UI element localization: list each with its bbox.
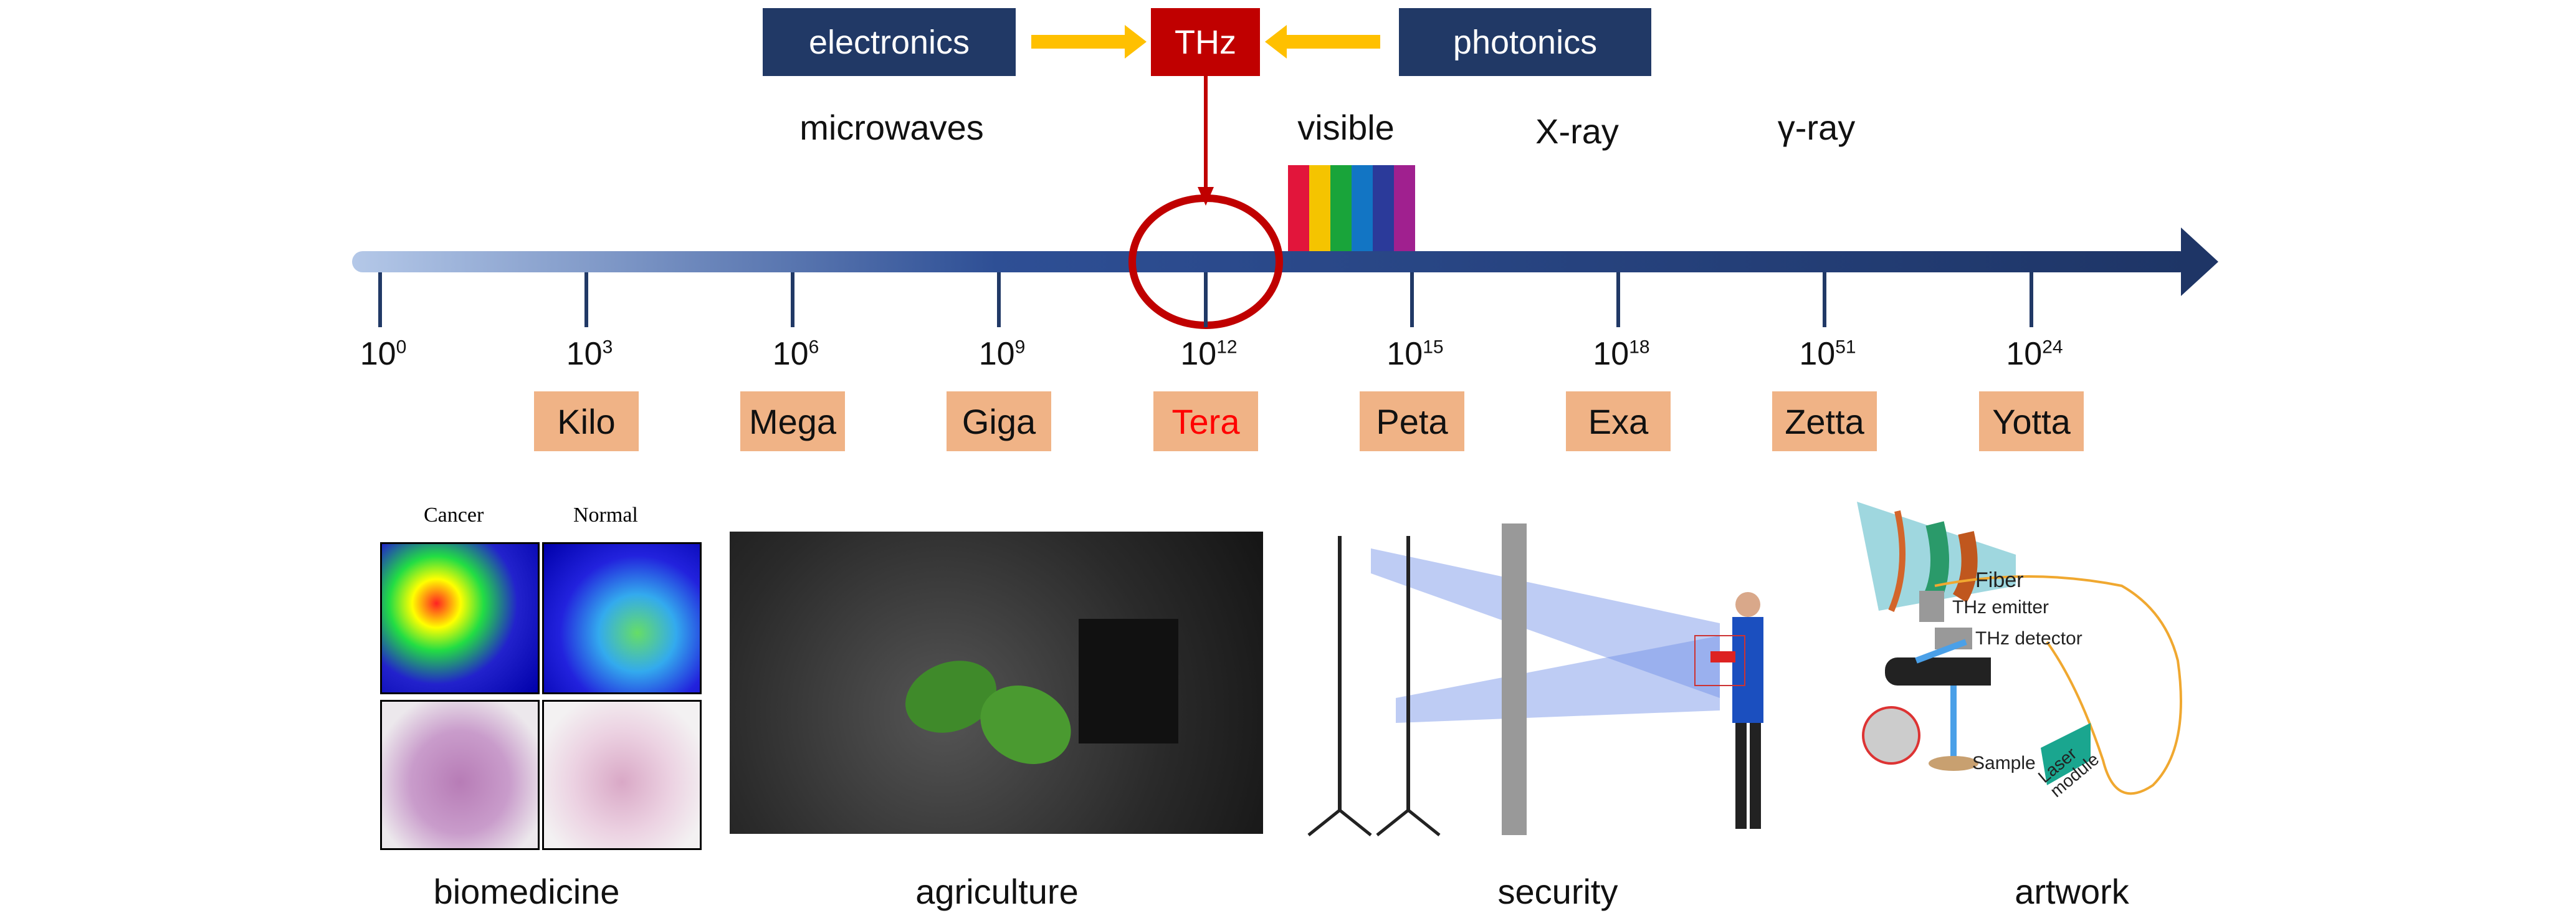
- axis-tick: [1410, 272, 1414, 327]
- band-gamma: γ-ray: [1777, 108, 1856, 147]
- frequency-axis-arrow: [352, 227, 2218, 296]
- axis-tick: [2030, 272, 2033, 327]
- tick-label: 103: [566, 336, 613, 372]
- prefix-tera: Tera: [1153, 391, 1258, 451]
- normal-thz-image: [542, 542, 702, 694]
- prefix-peta: Peta: [1360, 391, 1464, 451]
- tick-label: 1024: [2006, 336, 2063, 372]
- axis-tick: [791, 272, 794, 327]
- security-scanner-graphic: [1307, 523, 1763, 836]
- tick-label: 109: [978, 336, 1026, 372]
- tick-label: 1015: [1386, 336, 1444, 372]
- electronics-box: electronics: [763, 8, 1016, 76]
- thz-detector-label: THz detector: [1975, 628, 2082, 649]
- fiber-label: Fiber: [1975, 568, 2024, 592]
- caption-artwork: artwork: [2015, 872, 2129, 911]
- prefix-mega: Mega: [740, 391, 845, 451]
- normal-label: Normal: [573, 504, 638, 527]
- artwork-illustration: Fiber THz emitter THz detector Sample La…: [1841, 486, 2315, 841]
- visible-rainbow: [1288, 165, 1415, 252]
- thz-emitter-label: THz emitter: [1952, 597, 2049, 618]
- axis-tick: [584, 272, 588, 327]
- caption-biomedicine: biomedicine: [433, 872, 620, 911]
- axis-tick: [1616, 272, 1620, 327]
- security-illustration: [1296, 511, 1767, 841]
- prefix-exa: Exa: [1566, 391, 1671, 451]
- spectrum-graphics: [352, 25, 2218, 329]
- artwork-setup-graphic: [1857, 502, 2182, 795]
- tick-label: 1012: [1180, 336, 1238, 372]
- photonics-box: photonics: [1399, 8, 1651, 76]
- band-microwaves: microwaves: [799, 108, 984, 147]
- caption-agriculture: agriculture: [915, 872, 1079, 911]
- cancer-histology-image: [380, 700, 540, 850]
- axis-tick: [378, 272, 382, 327]
- biomedicine-panel: Cancer Normal: [380, 504, 720, 853]
- prefix-zetta: Zetta: [1772, 391, 1877, 451]
- prefix-kilo: Kilo: [534, 391, 639, 451]
- tick-label: 1018: [1593, 336, 1650, 372]
- axis-tick: [1204, 272, 1208, 327]
- tick-label: 100: [360, 336, 407, 372]
- agriculture-photo: [730, 532, 1263, 834]
- cancer-label: Cancer: [424, 504, 484, 527]
- left-arrow-icon: [1265, 25, 1380, 59]
- prefix-yotta: Yotta: [1979, 391, 2084, 451]
- normal-histology-image: [542, 700, 702, 850]
- band-xray: X-ray: [1535, 112, 1619, 151]
- tick-label: 1051: [1799, 336, 1856, 372]
- sample-label: Sample: [1972, 753, 2036, 773]
- right-arrow-icon: [1031, 25, 1147, 59]
- thz-box: THz: [1151, 8, 1260, 76]
- prefix-giga: Giga: [947, 391, 1051, 451]
- band-visible: visible: [1297, 108, 1395, 147]
- thz-pointer-arrow: [1198, 76, 1214, 206]
- axis-tick: [1823, 272, 1826, 327]
- axis-tick: [997, 272, 1001, 327]
- tick-label: 106: [772, 336, 819, 372]
- caption-security: security: [1497, 872, 1618, 911]
- cancer-thz-image: [380, 542, 540, 694]
- optical-mount: [1079, 619, 1178, 743]
